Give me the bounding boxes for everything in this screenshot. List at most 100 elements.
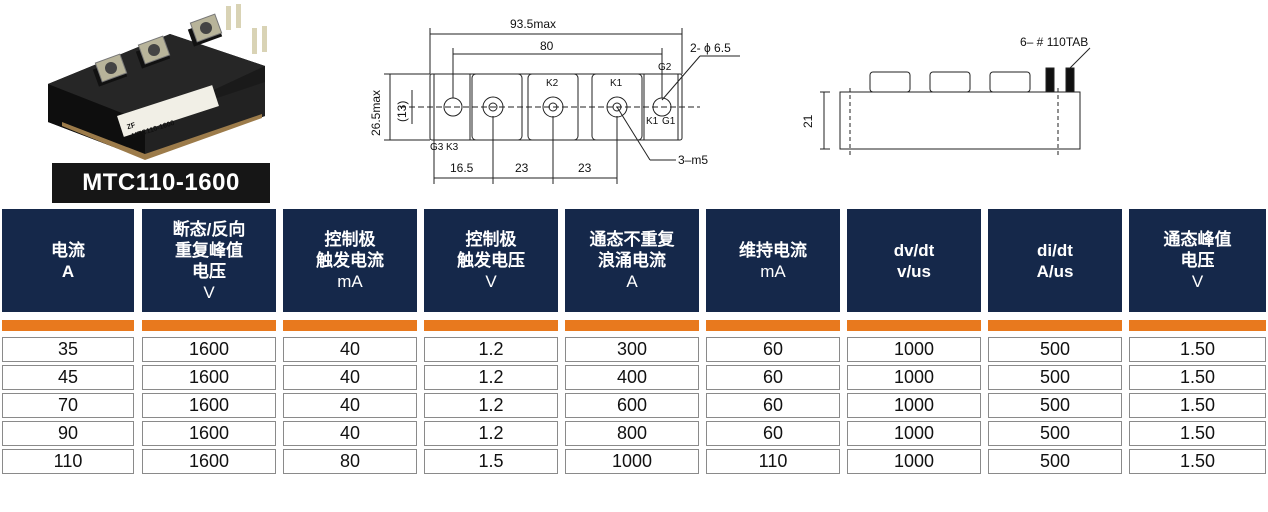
table-cell: 1.5	[424, 449, 558, 474]
table-cell: 400	[565, 365, 699, 390]
table-cell: 1.50	[1129, 421, 1266, 446]
header-gate-trigger-voltage: 控制极 触发电压 V	[424, 209, 558, 312]
header-igt-line2: 触发电流	[316, 251, 384, 270]
header-vgt-unit: V	[485, 272, 497, 291]
header-vdrm-line3: 电压	[192, 261, 226, 281]
header-igt-line1: 控制极	[324, 230, 376, 249]
table-cell: 500	[988, 421, 1122, 446]
side-view-drawing: 21 6– # 110TAB	[801, 35, 1091, 158]
header-dv-dt: dv/dt v/us	[847, 209, 981, 312]
header-di-dt: di/dt A/us	[988, 209, 1122, 312]
dim-height: 26.5max	[369, 90, 383, 136]
header-repetitive-peak-voltage: 断态/反向 重复峰值 电压 V	[142, 209, 276, 312]
dim-spacing-second: 23	[515, 161, 529, 175]
table-cell: 110	[706, 449, 840, 474]
header-vdrm-unit: V	[203, 282, 215, 302]
table-cell: 110	[2, 449, 134, 474]
photo-brand-text: ZF	[126, 122, 137, 132]
table-cell: 1.2	[424, 365, 558, 390]
pin-label-k2: K2	[546, 78, 559, 89]
header-vdrm-line2: 重复峰值	[175, 240, 243, 260]
table-cell: 60	[706, 365, 840, 390]
pin-label-k1-lower: K1	[646, 116, 659, 127]
table-cell: 90	[2, 421, 134, 446]
header-ih-unit: mA	[760, 261, 786, 281]
pin-label-k3: K3	[446, 142, 459, 153]
dim-spacing-first: 16.5	[450, 161, 474, 175]
table-cell: 1.50	[1129, 337, 1266, 362]
header-gate-trigger-current: 控制极 触发电流 mA	[283, 209, 417, 312]
header-holding-current: 维持电流 mA	[706, 209, 840, 312]
header-surge-current: 通态不重复 浪涌电流 A	[565, 209, 699, 312]
table-cell: 45	[2, 365, 134, 390]
pin-label-g1: G1	[662, 116, 676, 127]
pin-label-k1: K1	[610, 78, 623, 89]
table-cell: 40	[283, 421, 417, 446]
table-cell: 1600	[142, 421, 276, 446]
pin-label-g3: G3	[430, 142, 444, 153]
accent-bar	[1129, 320, 1266, 331]
header-ih-line1: 维持电流	[739, 240, 807, 260]
table-cell: 1000	[847, 393, 981, 418]
accent-bar	[847, 320, 981, 331]
table-cell: 1000	[847, 421, 981, 446]
header-vtm-line2: 电压	[1180, 251, 1215, 270]
table-cell: 500	[988, 337, 1122, 362]
table-cell: 1000	[847, 449, 981, 474]
table-cell: 600	[565, 393, 699, 418]
table-cell: 500	[988, 365, 1122, 390]
table-cell: 70	[2, 393, 134, 418]
table-cell: 300	[565, 337, 699, 362]
accent-bar	[565, 320, 699, 331]
table-cell: 1000	[847, 337, 981, 362]
table-cell: 800	[565, 421, 699, 446]
table-cell: 500	[988, 393, 1122, 418]
table-cell: 1600	[142, 365, 276, 390]
table-cell: 1.50	[1129, 365, 1266, 390]
table-cell: 1600	[142, 337, 276, 362]
dim-mount-holes: 2- ϕ 6.5	[690, 41, 731, 55]
accent-bar	[283, 320, 417, 331]
table-cell: 1000	[847, 365, 981, 390]
accent-bar	[424, 320, 558, 331]
table-cell: 60	[706, 421, 840, 446]
product-photo: ZF MTC110-1600	[48, 4, 267, 160]
table-cell: 1.50	[1129, 449, 1266, 474]
header-current: 电流 A	[2, 209, 134, 312]
header-vtm-unit: V	[1191, 272, 1204, 291]
table-cell: 1.50	[1129, 393, 1266, 418]
table-cell: 1600	[142, 393, 276, 418]
table-cell: 40	[283, 393, 417, 418]
accent-bar	[988, 320, 1122, 331]
header-vtm-line1: 通态峰值	[1163, 230, 1232, 249]
table-cell: 1600	[142, 449, 276, 474]
dim-tab-spec: 6– # 110TAB	[1020, 35, 1088, 49]
header-on-state-peak-voltage: 通态峰值 电压 V	[1129, 209, 1266, 312]
table-cell: 500	[988, 449, 1122, 474]
top-view-drawing: 93.5max 80 2- ϕ 6.5 26.5max (13) 16.5 23…	[369, 17, 740, 184]
dim-spacing-third: 23	[578, 161, 592, 175]
table-cell: 1.2	[424, 337, 558, 362]
table-cell: 60	[706, 337, 840, 362]
table-cell: 1000	[565, 449, 699, 474]
header-current-line2: A	[61, 261, 75, 281]
table-cell: 40	[283, 337, 417, 362]
header-itsm-line1: 通态不重复	[589, 230, 675, 249]
header-dvdt-line1: dv/dt	[893, 240, 935, 260]
dim-side-height: 21	[801, 114, 815, 128]
header-itsm-unit: A	[626, 272, 638, 291]
table-cell: 35	[2, 337, 134, 362]
pin-label-g2: G2	[658, 62, 672, 73]
header-didt-line1: di/dt	[1037, 240, 1073, 260]
table-cell: 60	[706, 393, 840, 418]
accent-bar	[2, 320, 134, 331]
header-vgt-line2: 触发电压	[457, 251, 525, 270]
model-badge: MTC110-1600	[52, 163, 270, 203]
table-cell: 40	[283, 365, 417, 390]
accent-bar	[142, 320, 276, 331]
dim-screw-terminals: 3–m5	[678, 153, 708, 167]
header-dvdt-line2: v/us	[896, 261, 932, 281]
header-vdrm-line1: 断态/反向	[172, 219, 246, 239]
header-current-line1: 电流	[51, 240, 85, 260]
table-cell: 1.2	[424, 421, 558, 446]
